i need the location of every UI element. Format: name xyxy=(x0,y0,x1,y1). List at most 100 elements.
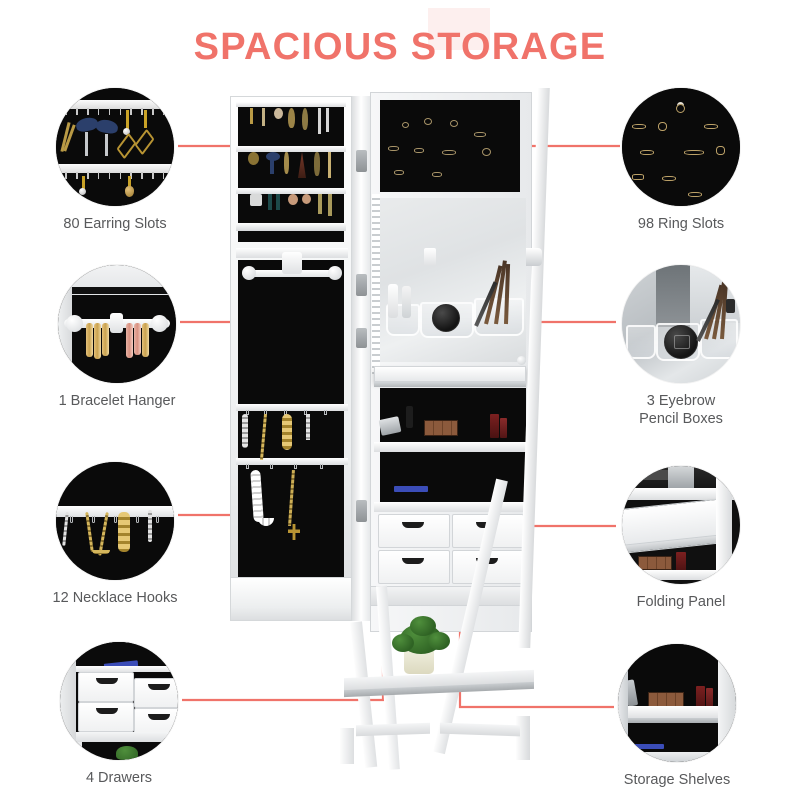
drawer-handle[interactable] xyxy=(96,708,118,714)
ring xyxy=(442,150,456,155)
earring-bead xyxy=(79,188,86,195)
earring-bar xyxy=(236,146,346,152)
drawer-handle[interactable] xyxy=(402,558,424,564)
cabinet-frame-right xyxy=(716,466,732,584)
rod-center-bracket xyxy=(110,313,123,333)
shelf-bottom-rail xyxy=(618,752,736,762)
cabinet-frame-right xyxy=(718,644,736,762)
ring-slot-felt xyxy=(380,100,520,192)
mirror-reflection xyxy=(656,265,690,327)
page-title: SPACIOUS STORAGE xyxy=(193,26,607,68)
callout-label-drawers: 4 Drawers xyxy=(85,770,153,786)
hinge xyxy=(356,500,367,522)
earring-drop xyxy=(82,176,85,190)
compact-logo xyxy=(674,335,690,349)
hinge xyxy=(356,274,367,296)
earring xyxy=(270,160,274,174)
necklace-hook xyxy=(304,410,307,415)
ring xyxy=(632,124,646,129)
earring-bar xyxy=(236,102,346,107)
cosmetic-bottle xyxy=(676,552,686,572)
rod-knob xyxy=(242,266,256,280)
drawer[interactable] xyxy=(378,514,450,548)
earring-hook-row xyxy=(56,172,174,179)
makeup-palette xyxy=(424,420,458,436)
rod-knob xyxy=(66,315,83,332)
bubble-drawers xyxy=(60,642,178,760)
stand-foot-brace xyxy=(356,722,430,737)
bubble-bracelet-hanger xyxy=(58,265,176,383)
hinge xyxy=(356,150,367,172)
compact-mirror xyxy=(432,304,460,332)
earring-charm xyxy=(125,186,134,197)
drawer[interactable] xyxy=(78,672,134,702)
ring xyxy=(424,118,432,125)
ring xyxy=(704,124,718,129)
necklace xyxy=(306,414,310,440)
cosmetic-bottle xyxy=(500,418,507,438)
title-highlight-wash xyxy=(428,8,490,50)
bubble-folding-panel xyxy=(622,466,740,584)
bubble-ring-slots xyxy=(622,88,740,206)
hinge xyxy=(356,328,367,348)
plant-foliage xyxy=(116,746,138,760)
callout-label-bracelet-hanger: 1 Bracelet Hanger xyxy=(58,393,176,409)
makeup-palette xyxy=(638,556,672,570)
drawer[interactable] xyxy=(78,702,134,732)
callout-folding-panel[interactable]: Folding Panel xyxy=(622,466,776,611)
cosmetic-bottle xyxy=(490,414,499,438)
callout-bracelet-hanger[interactable]: 1 Bracelet Hanger xyxy=(58,265,212,410)
earring xyxy=(302,108,308,130)
folding-panel[interactable] xyxy=(374,366,526,382)
necklace-hook xyxy=(246,464,249,469)
earring xyxy=(248,152,259,165)
cabinet-leg xyxy=(74,742,82,760)
necklace-hook xyxy=(270,464,273,469)
callout-label-folding-panel: Folding Panel xyxy=(636,594,726,610)
ring xyxy=(658,122,667,131)
callout-necklace-hooks[interactable]: 12 Necklace Hooks xyxy=(53,462,210,607)
ring xyxy=(676,104,685,113)
earring xyxy=(328,152,331,178)
bubble-pencil-boxes xyxy=(622,265,740,383)
drawer-handle[interactable] xyxy=(402,522,424,528)
necklace-hook xyxy=(92,516,95,523)
ring xyxy=(474,132,486,137)
ring xyxy=(640,150,654,155)
callout-drawers[interactable]: 4 Drawers xyxy=(60,642,214,787)
drawer-handle[interactable] xyxy=(148,684,170,690)
bangle xyxy=(126,323,133,358)
drawer[interactable] xyxy=(134,678,178,708)
rod-knob xyxy=(151,315,168,332)
stand-foot-left xyxy=(340,728,354,764)
earring-bar xyxy=(56,164,174,179)
earring-drop xyxy=(126,110,129,130)
necklace-hook-bar xyxy=(236,404,348,411)
bubble-necklace-hooks xyxy=(56,462,174,580)
rod-center-bracket xyxy=(282,252,302,274)
drawer-handle[interactable] xyxy=(96,678,118,684)
earring xyxy=(298,152,306,178)
earring-drop xyxy=(85,132,88,156)
earring-drop xyxy=(144,110,147,128)
earring-bead xyxy=(123,128,130,135)
earring xyxy=(288,108,295,128)
callout-storage-shelves[interactable]: Storage Shelves xyxy=(618,644,772,789)
door-bottom-rail xyxy=(230,577,352,621)
callout-ring-slots[interactable]: 98 Ring Slots xyxy=(622,88,776,233)
cosmetic-item xyxy=(406,406,413,428)
drawer-handle[interactable] xyxy=(148,714,170,720)
callout-earring-slots[interactable]: 80 Earring Slots xyxy=(56,88,210,233)
necklace-chunky xyxy=(118,512,130,552)
necklace-hook xyxy=(114,516,117,523)
shelf-item-marker xyxy=(634,744,664,749)
earring-bar xyxy=(236,188,346,194)
ring xyxy=(432,172,442,177)
drawer[interactable] xyxy=(378,550,450,584)
necklace xyxy=(282,414,292,450)
callout-pencil-boxes[interactable]: 3 Eyebrow Pencil Boxes xyxy=(622,265,776,428)
bangle xyxy=(94,323,101,359)
cabinet-side-edge xyxy=(60,642,76,760)
ring xyxy=(402,122,409,128)
folding-panel-edge xyxy=(374,382,526,387)
